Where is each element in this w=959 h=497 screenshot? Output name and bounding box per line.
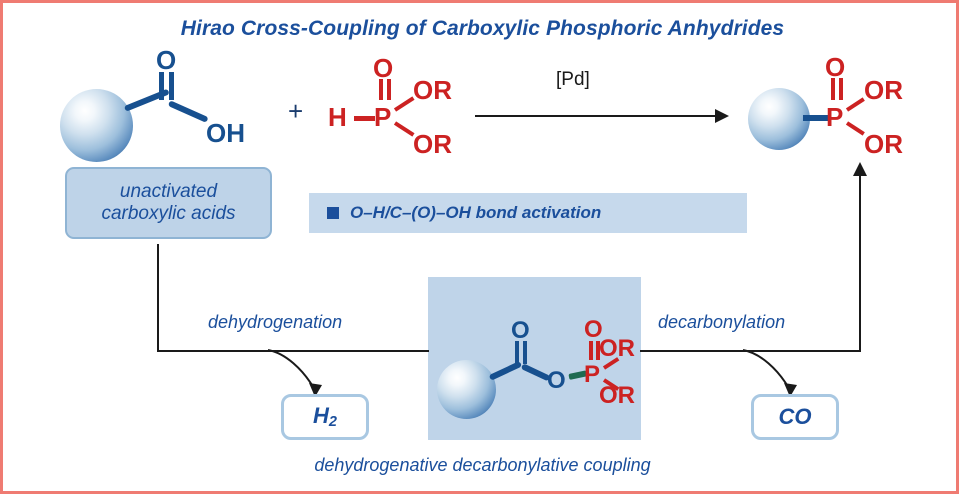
label-bridge-oxygen: O [547, 367, 566, 394]
label-intermediate-or-bottom: OR [599, 382, 635, 409]
pathway-left-curved-arrow [267, 349, 322, 397]
reaction-arrow-head [715, 109, 729, 123]
bond-carbonyl-double-right [169, 72, 174, 100]
byproduct-h2-subscript: 2 [328, 414, 337, 431]
byproduct-box-h2: H2 [281, 394, 369, 440]
bond-product-p-double-o-right [839, 78, 843, 100]
figure-canvas: Hirao Cross-Coupling of Carboxylic Phosp… [3, 3, 959, 497]
product-sphere [748, 88, 810, 150]
bond-intermediate-p-double-o-left [589, 341, 593, 360]
bond-h-to-p [354, 116, 375, 121]
label-phosphite-hydrogen: H [328, 102, 347, 132]
bond-intermediate-p-double-o-right [596, 341, 600, 360]
bond-p-double-o-left [379, 79, 383, 100]
bond-p-to-or-top [393, 96, 415, 112]
label-product-or-top: OR [864, 75, 903, 105]
figure-title: Hirao Cross-Coupling of Carboxylic Phosp… [180, 17, 785, 40]
pathway-left-label: dehydrogenation [208, 312, 343, 332]
pathway-right-curved-arrow [742, 349, 797, 397]
label-intermediate-phosphoryl-oxygen: O [584, 316, 603, 343]
bond-p-to-or-bottom [393, 121, 415, 137]
label-carbonyl-oxygen-left: O [156, 45, 177, 75]
pathway-right-vertical-line [859, 175, 861, 352]
bond-carbonyl-double-left [159, 72, 164, 100]
reaction-arrow-shaft [475, 115, 721, 117]
bond-activation-callout: O–H/C–(O)–OH bond activation [309, 193, 747, 233]
pathway-left-vertical-line [157, 244, 159, 352]
bond-sphere-to-phosphorus [803, 115, 831, 121]
label-intermediate-phosphorus: P [584, 361, 601, 388]
label-product-phosphoryl-oxygen: O [825, 52, 846, 82]
label-phosphite-phosphorus: P [374, 102, 392, 132]
bond-product-p-double-o-left [831, 78, 835, 100]
label-phosphite-or-bottom: OR [413, 129, 452, 159]
reactant-left-sphere [60, 89, 133, 162]
label-phosphite-phosphoryl-oxygen: O [373, 53, 394, 83]
square-bullet-icon [327, 207, 339, 219]
figure-caption: dehydrogenative decarbonylative coupling [314, 455, 651, 475]
bond-activation-text: O–H/C–(O)–OH bond activation [350, 203, 602, 222]
label-phosphite-or-top: OR [413, 75, 452, 105]
pathway-right-arrow-head [853, 162, 867, 176]
label-product-phosphorus: P [826, 102, 844, 132]
pathway-right-horizontal-line [640, 350, 861, 352]
bond-intermediate-carbonyl-right [523, 341, 527, 364]
label-intermediate-carbonyl-oxygen: O [511, 317, 530, 344]
label-product-or-bottom: OR [864, 129, 903, 159]
pathway-right-label: decarbonylation [658, 312, 786, 332]
bond-intermediate-carbonyl-left [515, 341, 519, 364]
plus-sign: + [288, 96, 304, 126]
catalyst-label: [Pd] [556, 69, 590, 90]
byproduct-co-text: CO [778, 404, 812, 429]
tag-line-1: unactivated [119, 180, 218, 202]
tag-line-2: carboxylic acids [101, 203, 236, 224]
tag-unactivated-carboxylic-acids: unactivated carboxylic acids [65, 167, 272, 239]
bond-product-p-to-or-bottom [845, 121, 865, 136]
label-intermediate-or-top: OR [599, 335, 635, 362]
byproduct-box-co: CO [751, 394, 839, 440]
pathway-left-horizontal-line [157, 350, 429, 352]
byproduct-h2-text: H [313, 403, 329, 429]
bond-product-p-to-or-top [845, 97, 865, 112]
bond-p-double-o-right [387, 79, 391, 100]
label-hydroxyl-left: OH [206, 118, 245, 148]
bond-carbon-to-hydroxyl [167, 100, 209, 123]
intermediate-sphere [437, 360, 496, 419]
